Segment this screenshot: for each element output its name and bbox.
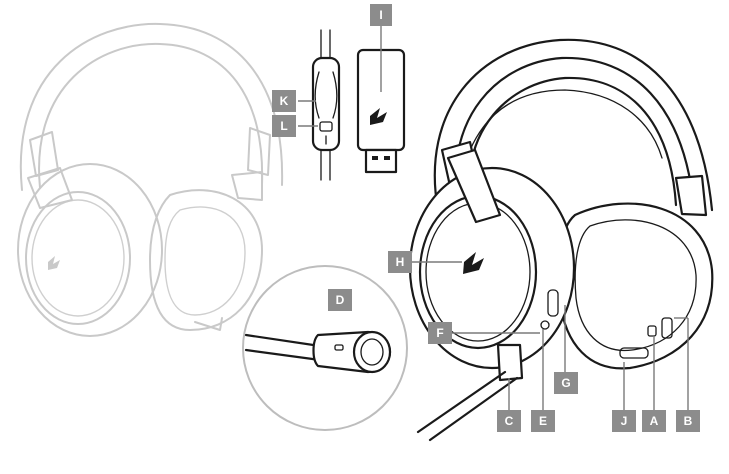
callout-k: K	[272, 90, 296, 112]
headset-main-view	[408, 38, 714, 442]
callout-j: J	[612, 410, 636, 432]
callout-a: A	[642, 410, 666, 432]
callout-e: E	[531, 410, 555, 432]
svg-text:D: D	[336, 293, 345, 307]
leader-lines	[298, 26, 689, 410]
usb-wireless-dongle	[356, 48, 406, 174]
callout-l: L	[272, 115, 296, 137]
svg-text:B: B	[684, 414, 693, 428]
headset-ghost-view	[17, 22, 284, 337]
svg-text:A: A	[650, 414, 659, 428]
svg-text:J: J	[621, 414, 628, 428]
callout-g: G	[554, 372, 578, 394]
svg-text:K: K	[280, 94, 289, 108]
svg-text:E: E	[539, 414, 547, 428]
cable-inline-controller	[311, 29, 341, 181]
mute-button-icon	[319, 121, 333, 132]
callout-c: C	[497, 410, 521, 432]
callout-f: F	[428, 322, 452, 344]
svg-text:C: C	[505, 414, 514, 428]
svg-text:L: L	[280, 119, 287, 133]
callout-h: H	[388, 251, 412, 273]
svg-text:G: G	[561, 376, 570, 390]
callout-b: B	[676, 410, 700, 432]
corsair-logo-icon	[370, 108, 387, 125]
callout-d: D	[328, 289, 352, 311]
corsair-logo-icon	[463, 252, 484, 274]
svg-text:H: H	[396, 255, 405, 269]
svg-text:F: F	[436, 326, 443, 340]
callout-i: I	[370, 4, 392, 26]
svg-text:I: I	[379, 8, 382, 22]
mic-zoom-inset	[242, 265, 408, 431]
